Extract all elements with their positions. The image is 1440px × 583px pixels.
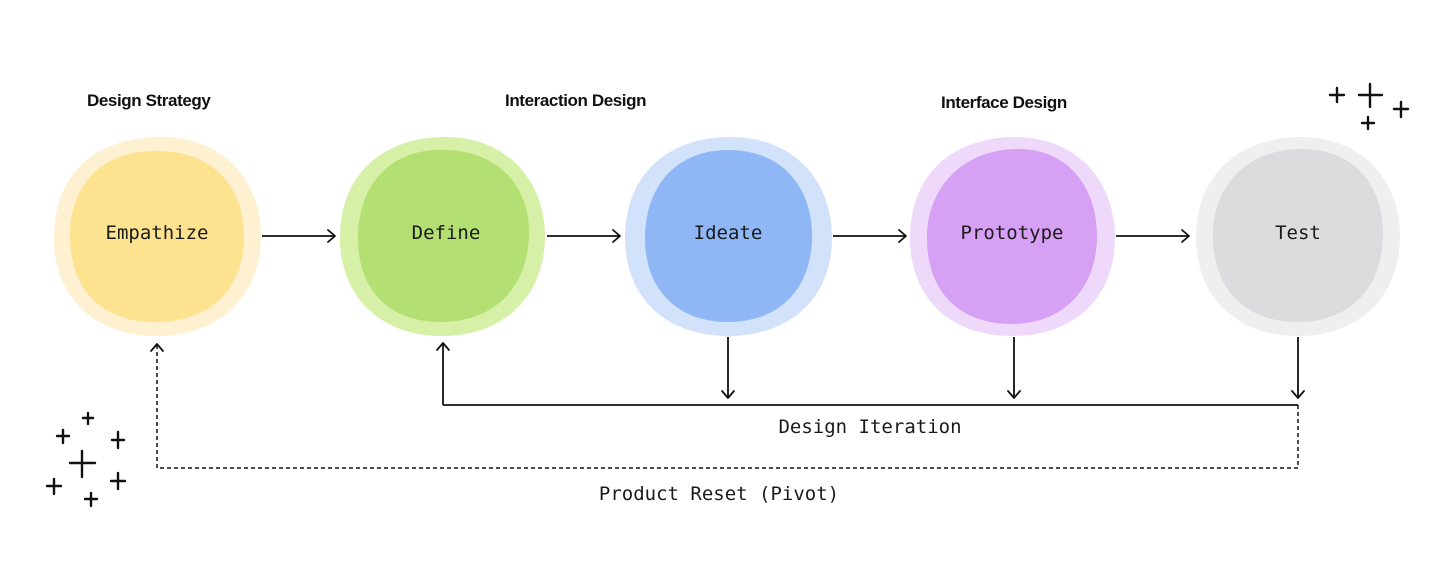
stage-prototype: Prototype [910, 136, 1115, 336]
right-arrow-icon [262, 229, 336, 243]
phase-label-interface-design: Interface Design [941, 93, 1067, 112]
product-reset-loop: Product Reset (Pivot) [150, 343, 1299, 505]
right-arrow-icon [1116, 229, 1190, 243]
stage-test-inner-blob [1213, 148, 1384, 322]
design-iteration-label: Design Iteration [778, 416, 961, 438]
stage-empathize-inner-blob [70, 150, 244, 322]
phase-label-interaction-design: Interaction Design [505, 91, 646, 110]
stage-label-prototype: Prototype [961, 222, 1064, 244]
sparkle-icon [45, 411, 127, 508]
sparkle-icon [1328, 82, 1410, 131]
stage-label-test: Test [1275, 222, 1321, 244]
stage-label-ideate: Ideate [694, 222, 763, 244]
stage-prototype-inner-blob [926, 148, 1098, 324]
phase-label-design-strategy: Design Strategy [87, 91, 211, 110]
stage-test: Test [1196, 136, 1401, 336]
stage-ideate-inner-blob [644, 149, 812, 322]
stage-define-inner-blob [357, 149, 530, 322]
stage-label-define: Define [412, 222, 481, 244]
stage-empathize: Empathize [54, 136, 262, 336]
right-arrow-icon [547, 229, 621, 243]
design-iteration-loop: Design Iteration [436, 337, 1305, 438]
right-arrow-icon [833, 229, 907, 243]
stage-ideate: Ideate [625, 136, 832, 336]
stage-define: Define [340, 136, 546, 336]
stage-label-empathize: Empathize [106, 222, 209, 244]
product-reset-label: Product Reset (Pivot) [599, 483, 839, 505]
